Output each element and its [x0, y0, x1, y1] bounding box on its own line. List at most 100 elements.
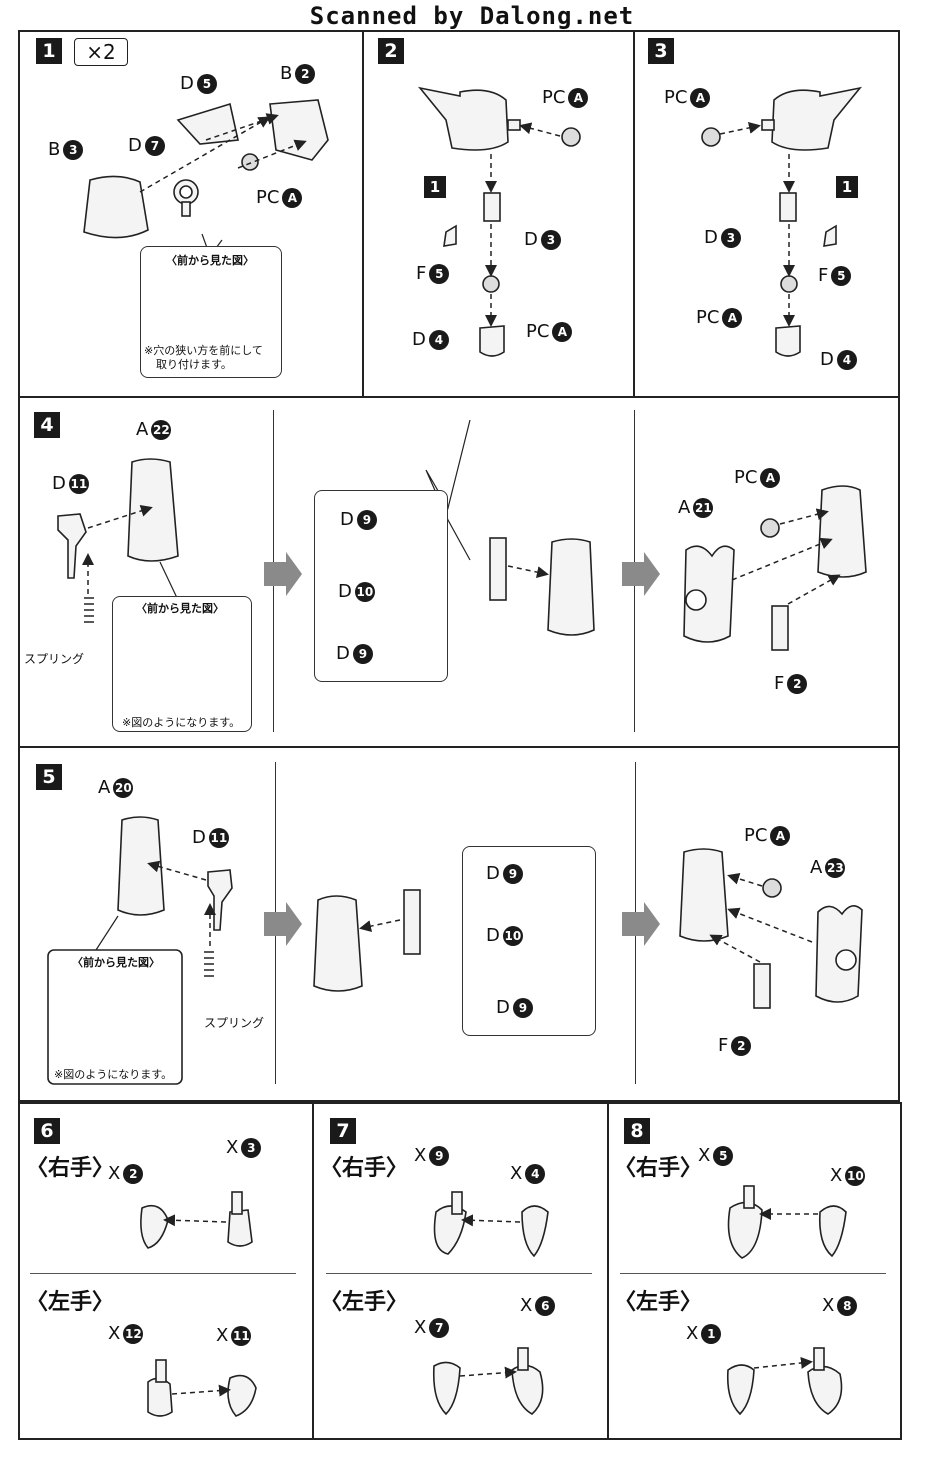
part-a21-cylinder	[683, 545, 735, 643]
multiplier-badge: ×2	[74, 38, 128, 66]
divider-2-3	[633, 30, 635, 398]
right-hand-heading-8: 〈右手〉	[614, 1156, 703, 1181]
note-front-view-4	[112, 596, 252, 732]
inset-box-4	[314, 490, 448, 682]
step-number-5: 5	[36, 764, 62, 790]
hand-8-r2	[818, 1205, 847, 1258]
part-pca-ball-4	[760, 518, 780, 538]
note-title-1: 〈前から見た図〉	[166, 254, 254, 267]
hand-6-r1	[140, 1204, 169, 1249]
part-b2-socket	[269, 99, 329, 161]
part-d4-3	[775, 325, 801, 357]
scan-credit: Scanned by Dalong.net	[309, 2, 635, 30]
part-d5-spike	[176, 102, 239, 145]
step-number-3: 3	[648, 38, 674, 64]
note-title-4: 〈前から見た図〉	[136, 602, 224, 615]
step-number-2: 2	[378, 38, 404, 64]
part-a20-frame	[117, 816, 165, 916]
hand-sep-7	[326, 1273, 592, 1274]
gray-arrow-4b	[622, 552, 660, 596]
label-spring-5: スプリング	[204, 1016, 265, 1030]
note-title-5: 〈前から見た図〉	[72, 956, 160, 969]
hand-7-l2	[511, 1364, 544, 1415]
note-text-1a: ※穴の狭い方を前にして	[144, 344, 263, 357]
part-d3-3	[779, 192, 797, 222]
note-text-1b: 取り付けます。	[156, 358, 232, 371]
row3-frame	[18, 746, 900, 1102]
part-b3-shell	[83, 175, 149, 239]
label-part1-3: 1	[836, 176, 858, 198]
hand-7-r2	[521, 1205, 549, 1258]
spring-5	[204, 951, 214, 977]
part-d3-2	[483, 192, 501, 222]
row4-frame	[18, 1102, 902, 1440]
gray-arrow-5a	[264, 902, 302, 946]
hand-6-l1	[147, 1377, 173, 1417]
label-spring-4: スプリング	[24, 652, 85, 666]
divider-6-7	[312, 1102, 314, 1440]
hand-8-r1	[727, 1201, 763, 1259]
hand-7-l1	[432, 1361, 461, 1416]
label-part1-2: 1	[424, 176, 446, 198]
gray-arrow-4a	[264, 552, 302, 596]
part-d4-2	[479, 325, 505, 357]
step-number-8: 8	[624, 1118, 650, 1144]
hand-8-l2	[807, 1365, 843, 1415]
note-text-4: ※図のようになります。	[122, 716, 241, 729]
right-hand-heading-6: 〈右手〉	[26, 1156, 115, 1181]
step-number-6: 6	[34, 1118, 60, 1144]
divider-1-2	[362, 30, 364, 398]
step-number-7: 7	[330, 1118, 356, 1144]
gray-arrow-5b	[622, 902, 660, 946]
note-front-view-1	[140, 246, 282, 378]
part-1-head-2	[417, 86, 509, 151]
hand-6-r2	[227, 1209, 253, 1247]
note-text-5: ※図のようになります。	[54, 1068, 173, 1081]
left-hand-heading-8: 〈左手〉	[614, 1290, 703, 1315]
spring-4	[84, 597, 94, 623]
part-1-head-3	[771, 86, 863, 151]
hand-sep-6	[30, 1273, 296, 1274]
step-number-1: 1	[36, 38, 62, 64]
part-pca-ball-5	[762, 878, 782, 898]
part-pca-ball-1	[241, 153, 259, 171]
hand-8-l1	[726, 1364, 755, 1416]
hand-sep-8	[620, 1273, 886, 1274]
divider-7-8	[607, 1102, 609, 1440]
